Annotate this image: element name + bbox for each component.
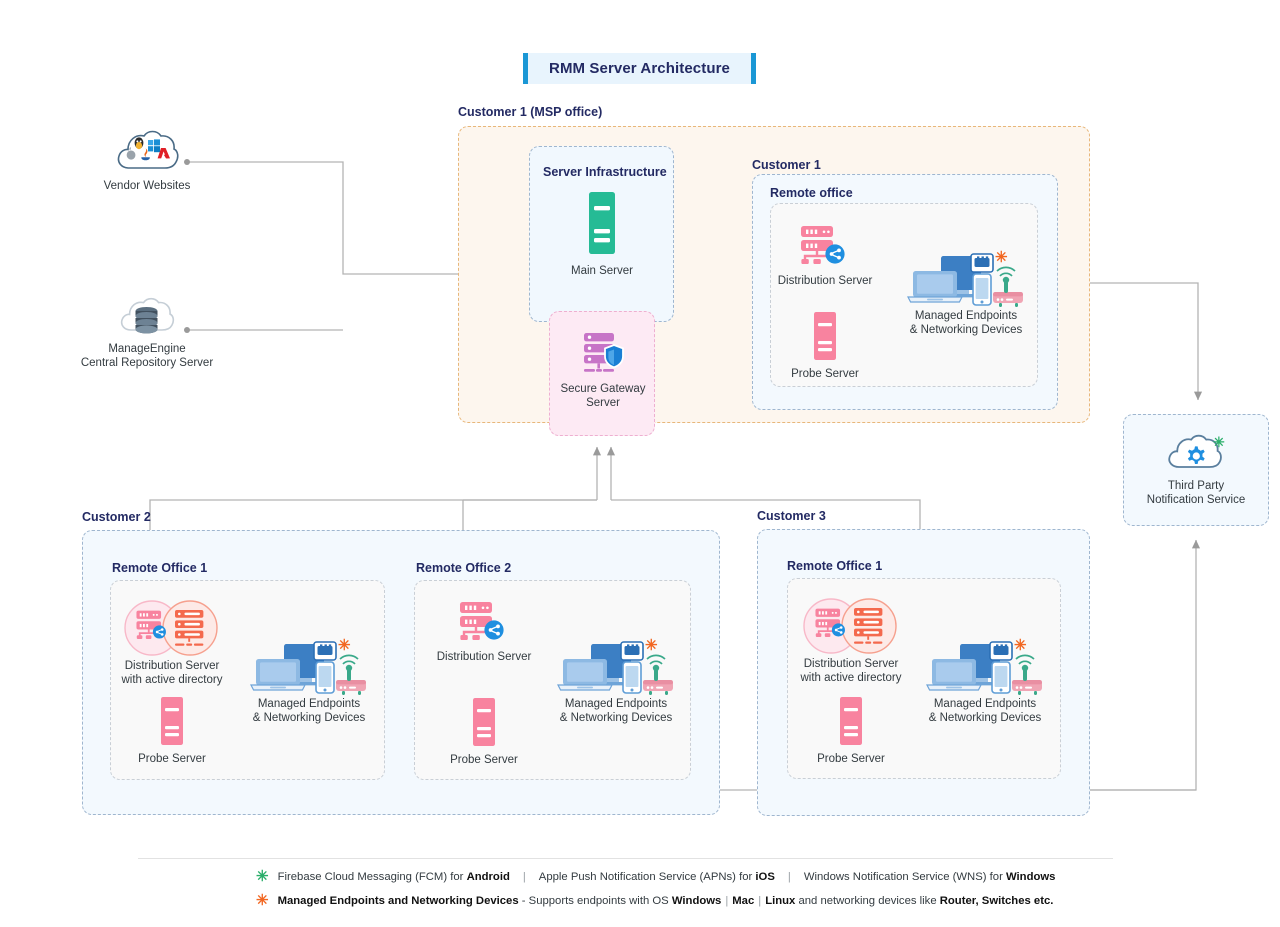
group-label-server-infrastructure: Server Infrastructure xyxy=(543,165,667,179)
page-title-text: RMM Server Architecture xyxy=(549,60,730,77)
node-label-manageengine-central-repository: ManageEngine Central Repository Server xyxy=(80,343,214,369)
node-c2o1-probe-server[interactable]: Probe Server xyxy=(136,697,208,767)
group-customer-2-office-2 xyxy=(414,580,691,780)
node-label-c1-probe-server: Probe Server xyxy=(791,368,859,380)
node-c1-distribution-server[interactable]: Distribution Server xyxy=(776,224,874,289)
repository-cloud-icon xyxy=(120,297,175,334)
distribution-server-icon xyxy=(801,226,845,264)
node-c2o2-distribution-server[interactable]: Distribution Server xyxy=(435,600,533,665)
vendor-cloud-icon xyxy=(117,130,179,169)
group-label-customer-2: Customer 2 xyxy=(82,510,151,524)
group-secure-gateway xyxy=(549,311,655,436)
node-label-c3o1-distribution-server-ad: Distribution Server with active director… xyxy=(800,658,902,684)
legend-divider xyxy=(138,858,1113,859)
probe-server-icon xyxy=(161,697,183,745)
group-label-customer-2-office-2: Remote Office 2 xyxy=(416,561,512,575)
group-label-customer-3-office-1: Remote Office 1 xyxy=(787,559,883,573)
group-label-customer-2-office-1: Remote Office 1 xyxy=(112,561,208,575)
probe-server-icon xyxy=(814,312,836,360)
node-label-main-server: Main Server xyxy=(571,265,633,277)
node-secure-gateway-server[interactable]: Secure Gateway Server xyxy=(556,331,650,410)
node-label-secure-gateway-server: Secure Gateway Server xyxy=(560,383,646,409)
managed-endpoints-icon: ✳ xyxy=(926,638,1042,695)
node-manageengine-central-repository[interactable]: ManageEngine Central Repository Server xyxy=(80,294,214,370)
distribution-server-ad-icon xyxy=(124,600,218,656)
svg-text:✳: ✳ xyxy=(995,250,1008,266)
managed-endpoints-icon: ✳ xyxy=(250,638,366,695)
asterisk-green-icon: ✳ xyxy=(256,868,269,885)
legend-wns-text: Windows Notification Service (WNS) for W… xyxy=(803,870,1056,883)
distribution-server-ad-icon xyxy=(803,598,897,654)
legend-divider-1: | xyxy=(522,870,526,883)
node-label-c1-distribution-server: Distribution Server xyxy=(777,275,873,287)
notification-cloud-gear-icon: ✳ xyxy=(1168,434,1225,468)
group-label-msp: Customer 1 (MSP office) xyxy=(458,105,603,119)
node-label-c2o2-distribution-server: Distribution Server xyxy=(436,651,532,663)
svg-text:✳: ✳ xyxy=(1213,434,1225,450)
node-c3o1-managed-endpoints[interactable]: ✳ Managed Endpoints & Networking Devices xyxy=(914,638,1056,725)
node-c3o1-probe-server[interactable]: Probe Server xyxy=(815,697,887,767)
group-third-party-notification xyxy=(1123,414,1269,526)
node-c2o2-managed-endpoints[interactable]: ✳ Managed Endpoints & Networking Devices xyxy=(545,638,687,725)
asterisk-orange-icon: ✳ xyxy=(256,892,269,909)
managed-endpoints-icon: ✳ xyxy=(907,250,1023,307)
probe-server-icon xyxy=(840,697,862,745)
node-label-c2o1-managed-endpoints: Managed Endpoints & Networking Devices xyxy=(252,698,366,724)
legend-divider-2: | xyxy=(787,870,791,883)
node-third-party-notification-service[interactable]: ✳ Third Party Notification Service xyxy=(1135,430,1257,507)
node-c1-probe-server[interactable]: Probe Server xyxy=(789,312,861,382)
legend-endpoints-text: Managed Endpoints and Networking Devices… xyxy=(277,894,1054,907)
legend-apns-text: Apple Push Notification Service (APNs) f… xyxy=(538,870,775,883)
probe-server-icon xyxy=(473,698,495,746)
node-main-server[interactable]: Main Server xyxy=(556,192,648,279)
node-label-c2o2-probe-server: Probe Server xyxy=(450,754,518,766)
node-c2o1-managed-endpoints[interactable]: ✳ Managed Endpoints & Networking Devices xyxy=(238,638,380,725)
page-title: RMM Server Architecture xyxy=(523,53,756,84)
node-label-c3o1-probe-server: Probe Server xyxy=(817,753,885,765)
svg-text:✳: ✳ xyxy=(645,638,658,654)
managed-endpoints-icon: ✳ xyxy=(557,638,673,695)
group-label-customer-1: Customer 1 xyxy=(752,158,821,172)
node-c3o1-distribution-server-ad[interactable]: Distribution Server with active director… xyxy=(799,598,903,685)
legend-row-managed-endpoints: ✳ Managed Endpoints and Networking Devic… xyxy=(256,893,1053,908)
node-label-c3o1-managed-endpoints: Managed Endpoints & Networking Devices xyxy=(928,698,1042,724)
group-label-customer-3: Customer 3 xyxy=(757,509,826,523)
node-vendor-websites[interactable]: Vendor Websites xyxy=(96,128,198,194)
group-label-customer-1-remote-office: Remote office xyxy=(770,186,853,200)
svg-text:✳: ✳ xyxy=(1014,638,1027,654)
legend-row-notification-services: ✳ Firebase Cloud Messaging (FCM) for And… xyxy=(256,869,1055,884)
node-c1-managed-endpoints[interactable]: ✳ Managed Endpoints & Networking Devices xyxy=(895,250,1037,337)
svg-text:✳: ✳ xyxy=(338,638,351,654)
main-server-icon xyxy=(589,192,615,254)
legend-fcm-text: Firebase Cloud Messaging (FCM) for Andro… xyxy=(277,870,510,883)
secure-gateway-icon xyxy=(584,333,624,372)
node-c2o2-probe-server[interactable]: Probe Server xyxy=(448,698,520,768)
node-label-third-party-notification-service: Third Party Notification Service xyxy=(1146,480,1246,506)
node-label-c2o1-probe-server: Probe Server xyxy=(138,753,206,765)
node-c2o1-distribution-server-ad[interactable]: Distribution Server with active director… xyxy=(120,600,224,687)
distribution-server-icon xyxy=(460,602,504,640)
node-label-vendor-websites: Vendor Websites xyxy=(103,180,191,192)
node-label-c2o1-distribution-server-ad: Distribution Server with active director… xyxy=(121,660,223,686)
node-label-c2o2-managed-endpoints: Managed Endpoints & Networking Devices xyxy=(559,698,673,724)
node-label-c1-managed-endpoints: Managed Endpoints & Networking Devices xyxy=(909,310,1023,336)
